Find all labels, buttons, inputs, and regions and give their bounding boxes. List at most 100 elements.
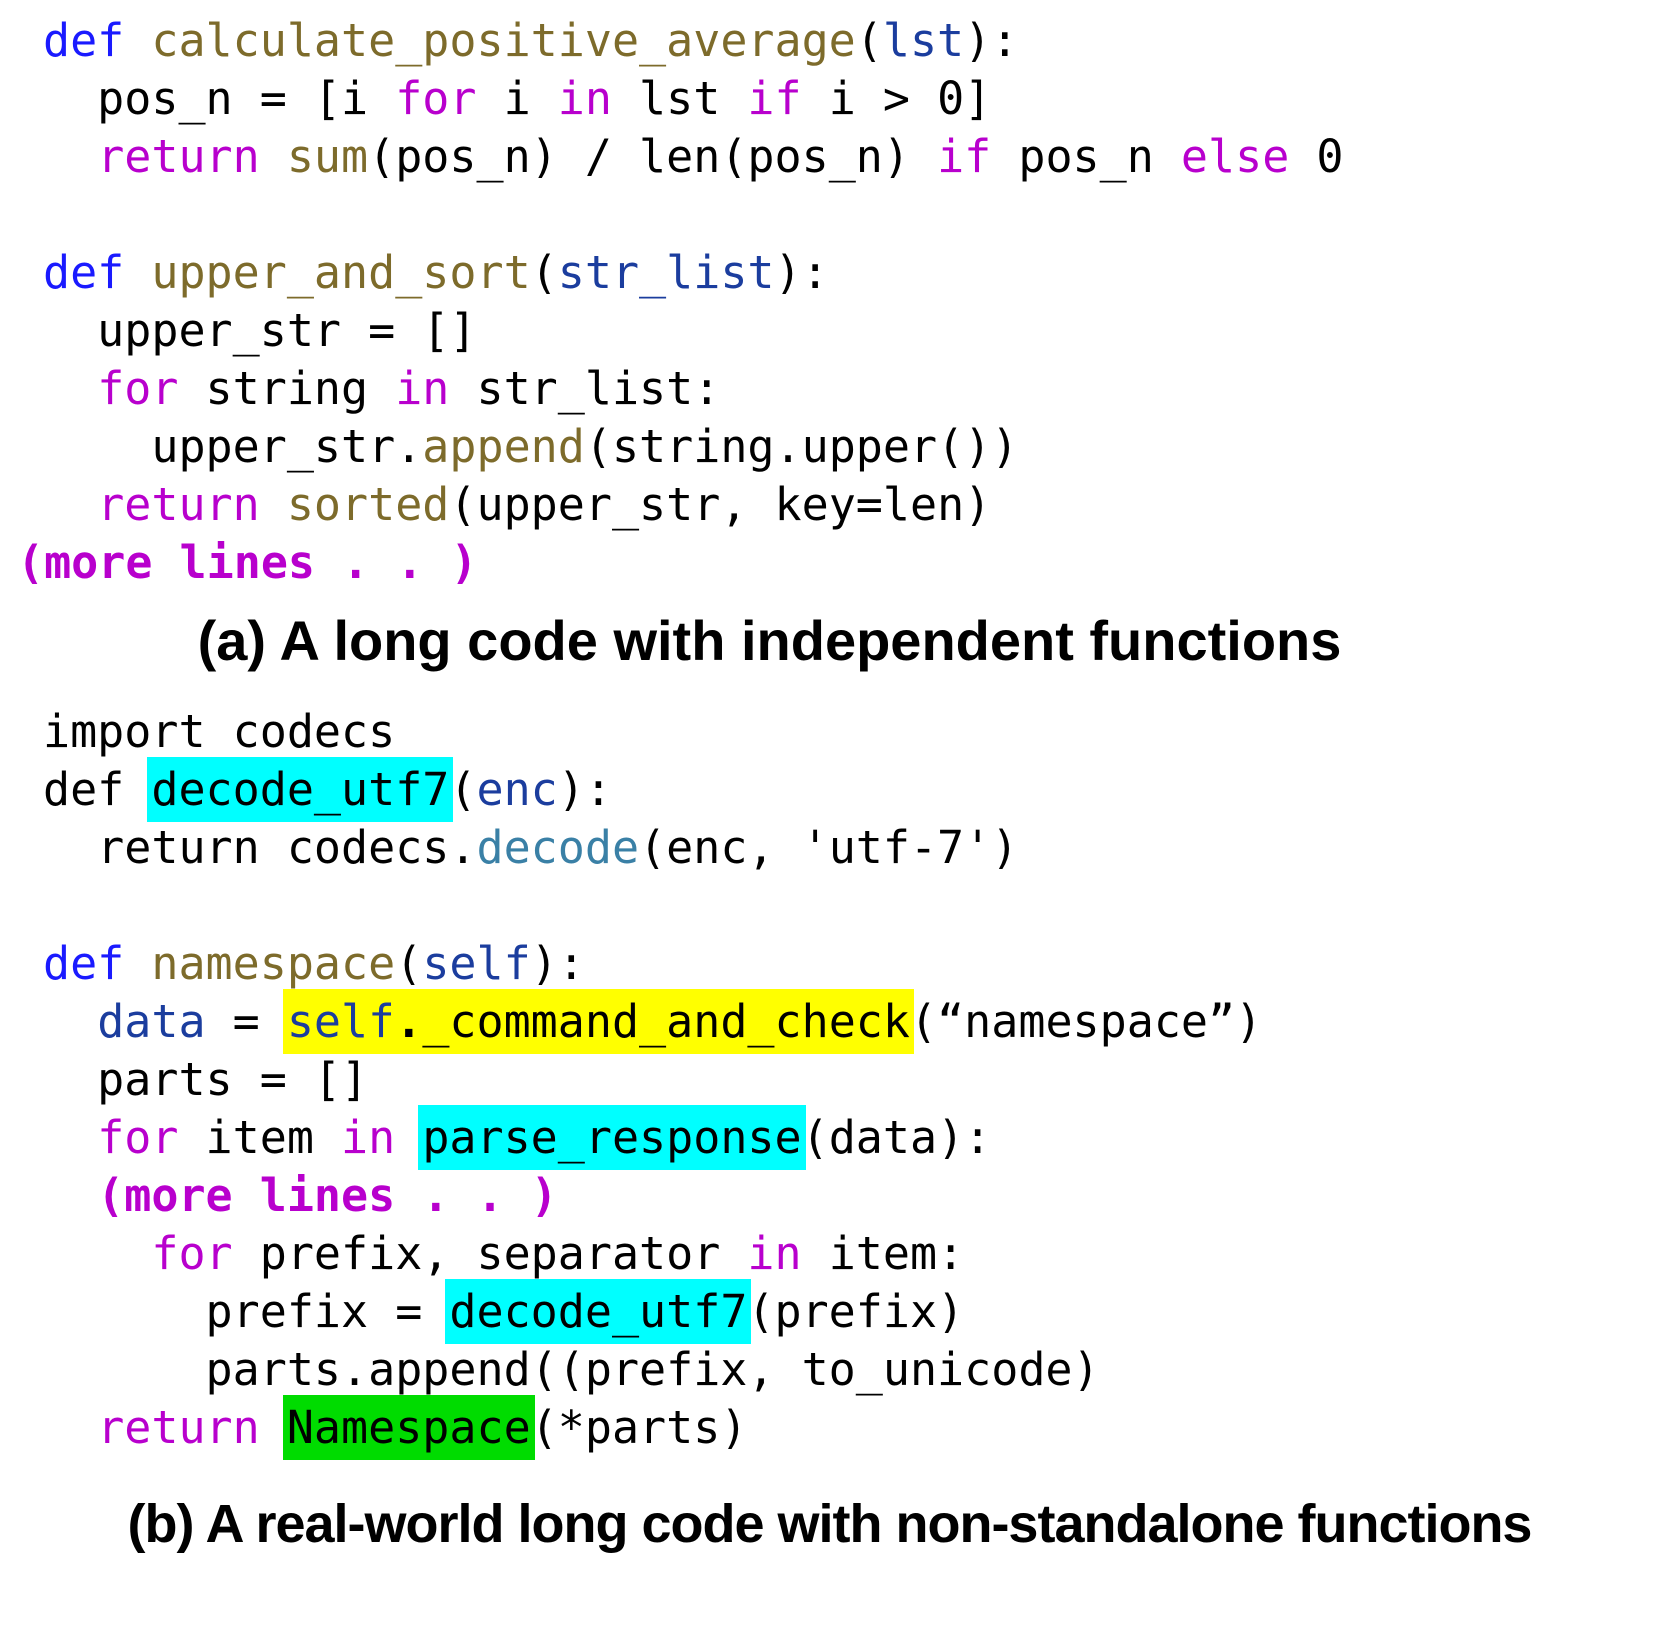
code-token: namespace [151, 937, 396, 990]
code-token: ): [964, 14, 1019, 67]
code-token: (data): [801, 1111, 992, 1164]
code-token: in [557, 72, 612, 125]
code-token: (pos_n) / len(pos_n) [368, 130, 938, 183]
code-token: (enc, 'utf-7') [639, 821, 1019, 874]
code-token: prefix, separator [232, 1227, 748, 1280]
code-token: (“namespace”) [909, 995, 1263, 1048]
code-line: for item in parse_response(data): [43, 1105, 1659, 1170]
code-token: upper_str. [43, 420, 423, 473]
code-token: def [43, 246, 152, 299]
code-line: pos_n = [i for i in lst if i > 0] [43, 70, 1659, 128]
code-line: return codecs.decode(enc, 'utf-7') [43, 819, 1659, 877]
code-token: if [937, 130, 992, 183]
code-line: (more lines . . ) [17, 534, 1659, 592]
code-token: sorted [286, 478, 450, 531]
code-token: import codecs [43, 705, 396, 758]
code-token: (string.upper()) [584, 420, 1019, 473]
code-token: ( [530, 246, 558, 299]
code-token: decode [476, 821, 640, 874]
code-line [43, 877, 1659, 935]
code-token: pos_n = [i [43, 72, 396, 125]
code-line: prefix = decode_utf7(prefix) [43, 1279, 1659, 1344]
code-token: parts = [] [43, 1053, 369, 1106]
code-token: in [341, 1111, 396, 1164]
code-token: data [97, 995, 206, 1048]
code-token: def [43, 14, 152, 67]
code-token [43, 995, 97, 1048]
code-token: (upper_str, key=len) [449, 478, 992, 531]
highlighted-code-token: _command_and_check [418, 989, 914, 1054]
code-token: in [395, 362, 450, 415]
code-token: pos_n [991, 130, 1181, 183]
code-token: return codecs. [43, 821, 477, 874]
code-token [43, 1227, 151, 1280]
highlighted-code-token: self [282, 989, 400, 1054]
code-line: upper_str.append(string.upper()) [43, 418, 1659, 476]
code-token [43, 362, 97, 415]
code-line: return sorted(upper_str, key=len) [43, 476, 1659, 534]
code-token: for [151, 1227, 233, 1280]
code-token: ): [530, 937, 585, 990]
code-token: (*parts) [530, 1401, 748, 1454]
code-line: def upper_and_sort(str_list): [43, 244, 1659, 302]
code-token: str_list [557, 246, 775, 299]
code-token: ): [557, 763, 612, 816]
code-token: upper_and_sort [151, 246, 531, 299]
code-token: i [476, 72, 558, 125]
code-token: string [178, 362, 396, 415]
code-line: upper_str = [] [43, 302, 1659, 360]
code-token: lst [611, 72, 748, 125]
highlighted-code-token: parse_response [418, 1105, 806, 1170]
code-token: parts.append((prefix, to_unicode) [43, 1343, 1100, 1396]
code-line: import codecs [43, 703, 1659, 761]
code-line: data = self._command_and_check(“namespac… [43, 989, 1659, 1054]
code-token: item: [801, 1227, 965, 1280]
code-line: return sum(pos_n) / len(pos_n) if pos_n … [43, 128, 1659, 186]
code-token: enc [476, 763, 558, 816]
caption-b: (b) A real-world long code with non-stan… [127, 1494, 1533, 1554]
code-token: sum [286, 130, 369, 183]
code-line: (more lines . . ) [43, 1167, 1659, 1225]
code-token: = [205, 995, 287, 1048]
code-token: i > 0] [801, 72, 992, 125]
code-line: def decode_utf7(enc): [43, 757, 1659, 822]
code-token [260, 478, 287, 531]
code-token: for [97, 362, 179, 415]
code-token: 0 [1289, 130, 1344, 183]
highlighted-code-token: decode_utf7 [147, 757, 454, 822]
code-token: def [43, 937, 152, 990]
code-token: return [97, 478, 260, 531]
code-token: calculate_positive_average [151, 14, 856, 67]
code-token: ): [774, 246, 829, 299]
code-line: def calculate_positive_average(lst): [43, 12, 1659, 70]
code-token: else [1180, 130, 1290, 183]
code-token: if [747, 72, 802, 125]
code-token [43, 1111, 97, 1164]
code-token: (more lines . . ) [17, 536, 478, 589]
code-token: append [422, 420, 585, 473]
code-token: prefix = [43, 1285, 450, 1338]
highlighted-code-token: decode_utf7 [445, 1279, 752, 1344]
code-line: for prefix, separator in item: [43, 1225, 1659, 1283]
code-token: (more lines . . ) [43, 1169, 558, 1222]
code-line: for string in str_list: [43, 360, 1659, 418]
code-line: parts = [] [43, 1051, 1659, 1109]
code-line: def namespace(self): [43, 935, 1659, 993]
code-token [260, 130, 287, 183]
code-token: ( [395, 937, 423, 990]
code-token: for [395, 72, 477, 125]
code-token: lst [882, 14, 965, 67]
code-token: self [422, 937, 531, 990]
code-token: ( [449, 763, 477, 816]
code-token [43, 478, 97, 531]
code-line: return Namespace(*parts) [43, 1395, 1659, 1460]
code-token: item [178, 1111, 342, 1164]
caption-a: (a) A long code with independent functio… [197, 609, 1342, 672]
code-token [43, 130, 97, 183]
code-token: (prefix) [747, 1285, 965, 1338]
code-token: for [97, 1111, 179, 1164]
code-token: in [747, 1227, 802, 1280]
code-token: upper_str = [] [43, 304, 477, 357]
